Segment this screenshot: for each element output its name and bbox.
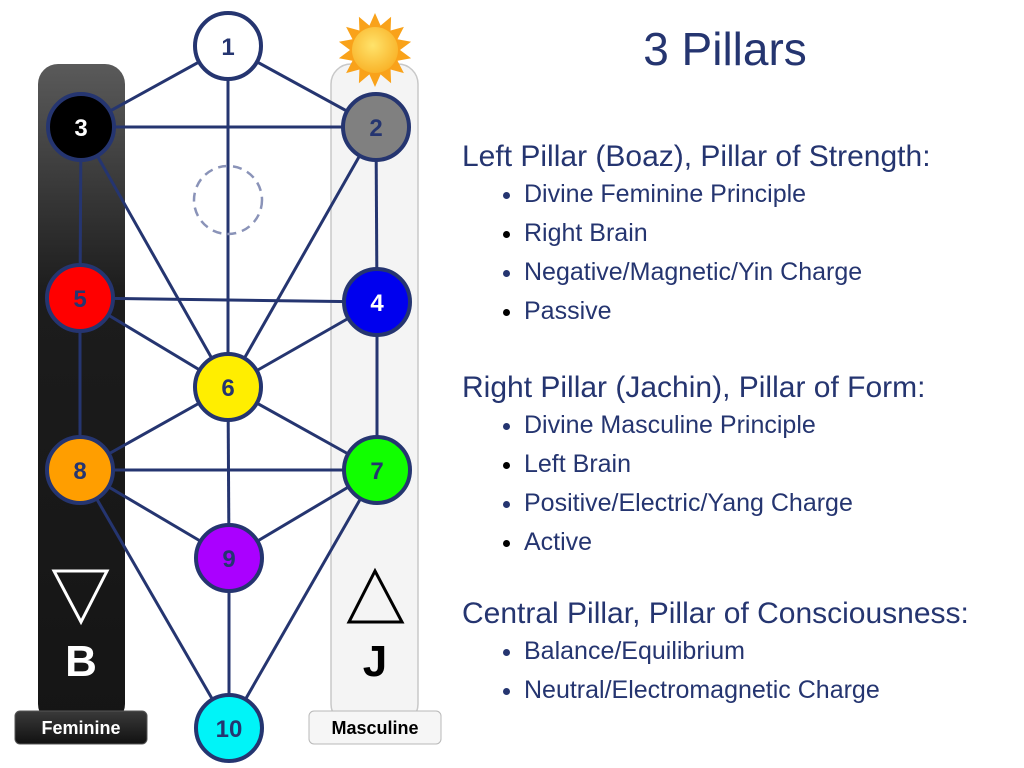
path-7-10 <box>227 469 379 729</box>
node-label: 7 <box>370 458 383 485</box>
node-label: 6 <box>221 375 234 402</box>
sephirah-node-10: 10 <box>194 693 264 763</box>
list-item: Active <box>502 523 925 562</box>
node-circle <box>193 11 263 81</box>
list-item: Divine Feminine Principle <box>503 175 931 214</box>
sephirah-node-1: 1 <box>193 11 263 81</box>
list-item: Divine Masculine Principle <box>502 406 925 445</box>
node-label: 8 <box>73 458 86 485</box>
section-heading: Left Pillar (Boaz), Pillar of Strength: <box>462 140 931 173</box>
sun-icon <box>338 13 412 87</box>
left-pillar-letter: B <box>65 637 97 686</box>
masculine-pillar <box>330 63 419 725</box>
page-title: 3 Pillars <box>643 23 807 75</box>
list-item: Neutral/Electromagnetic Charge <box>503 671 969 710</box>
node-label: 3 <box>74 115 87 142</box>
node-label: 4 <box>370 290 384 317</box>
right-pillar-letter: J <box>363 637 387 686</box>
path-2-6 <box>226 126 378 388</box>
node-circle <box>193 352 263 422</box>
node-circle <box>46 92 116 162</box>
right-pillar-section: Right Pillar (Jachin), Pillar of Form: D… <box>462 370 925 562</box>
node-label: 9 <box>222 546 235 573</box>
daath-hidden-node <box>192 164 264 236</box>
sephirah-node-6: 6 <box>193 352 263 422</box>
section-heading: Central Pillar, Pillar of Consciousness: <box>462 597 969 630</box>
node-circle <box>45 263 115 333</box>
node-circle <box>194 523 264 593</box>
node-label: 1 <box>221 34 234 61</box>
sephirah-node-3: 3 <box>46 92 116 162</box>
sephirah-node-7: 7 <box>342 435 412 505</box>
sephirah-node-2: 2 <box>341 92 411 162</box>
left-pillar-section: Left Pillar (Boaz), Pillar of Strength: … <box>462 139 931 331</box>
node-circle <box>342 435 412 505</box>
section-heading: Right Pillar (Jachin), Pillar of Form: <box>462 371 926 404</box>
node-circle <box>194 693 264 763</box>
node-circle <box>341 92 411 162</box>
feminine-label-box: Feminine <box>14 710 148 745</box>
masculine-label: Masculine <box>331 718 418 738</box>
node-label: 2 <box>369 115 382 142</box>
masculine-label-box: Masculine <box>308 710 442 745</box>
path-3-6 <box>79 126 230 388</box>
list-item: Positive/Electric/Yang Charge <box>502 484 925 523</box>
list-item: Right Brain <box>503 214 931 253</box>
list-item: Left Brain <box>502 445 925 484</box>
tree-of-life-diagram: 1 2 3 4 5 6 7 8 9 10 B J Feminine Masculine <box>14 11 442 763</box>
bullet-list: Divine Feminine Principle Right Brain Ne… <box>462 175 931 331</box>
sephirah-node-5: 5 <box>45 263 115 333</box>
downward-triangle-icon <box>51 569 110 626</box>
sephirah-node-4: 4 <box>342 267 412 337</box>
path-5-4 <box>79 296 378 304</box>
list-item: Balance/Equilibrium <box>503 632 969 671</box>
bullet-list: Balance/Equilibrium Neutral/Electromagne… <box>462 632 969 710</box>
node-label: 5 <box>73 286 86 313</box>
list-item: Passive <box>503 292 931 331</box>
sephirah-node-8: 8 <box>45 435 115 505</box>
node-label: 10 <box>216 716 243 743</box>
upward-triangle-icon <box>346 567 405 624</box>
path-8-10 <box>78 469 231 729</box>
sephirah-node-9: 9 <box>194 523 264 593</box>
central-pillar-section: Central Pillar, Pillar of Consciousness:… <box>462 596 969 710</box>
list-item: Negative/Magnetic/Yin Charge <box>503 253 931 292</box>
node-circle <box>342 267 412 337</box>
feminine-label: Feminine <box>41 718 120 738</box>
node-circle <box>45 435 115 505</box>
bullet-list: Divine Masculine Principle Left Brain Po… <box>462 406 925 562</box>
